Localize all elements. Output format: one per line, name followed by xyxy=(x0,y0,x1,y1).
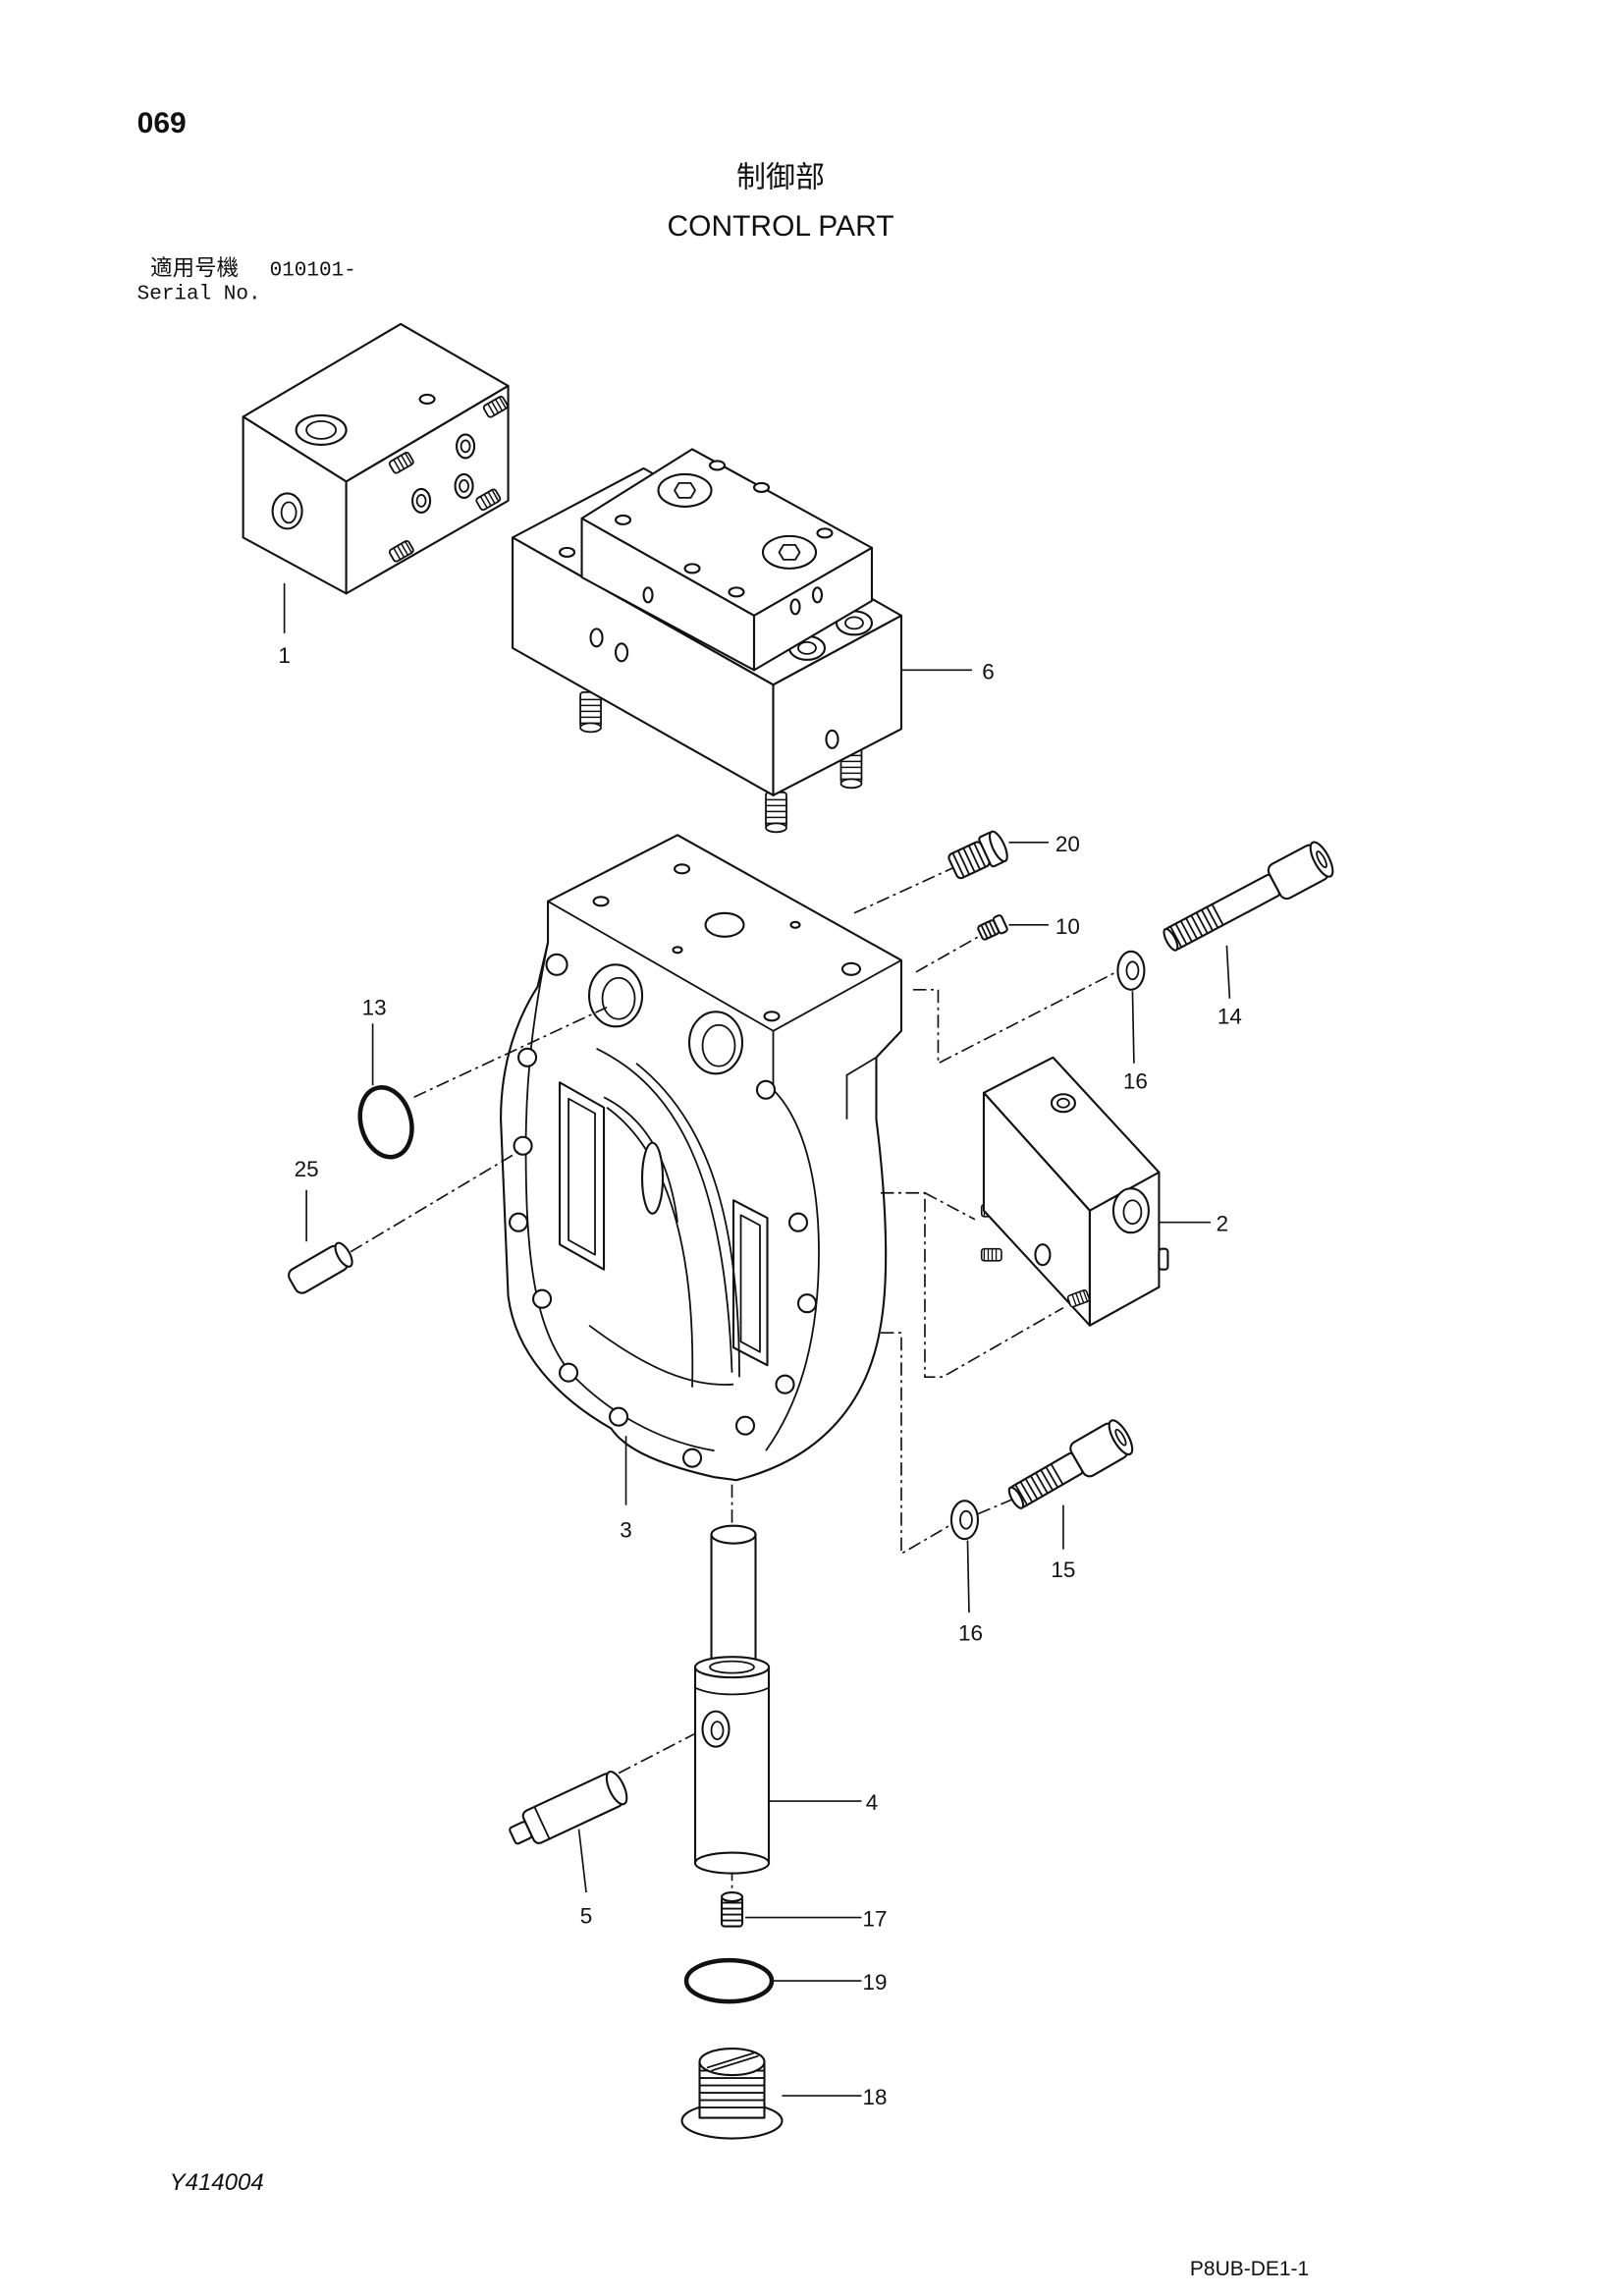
callout-19: 19 xyxy=(862,1970,887,1995)
part-20-plug xyxy=(947,830,1008,880)
callout-18: 18 xyxy=(862,2085,887,2109)
part-13-o-ring xyxy=(357,1085,414,1160)
figure-code: Y414004 xyxy=(170,2169,264,2196)
callout-3: 3 xyxy=(620,1518,632,1543)
part-17-set-screw xyxy=(720,1891,744,1928)
callout-10: 10 xyxy=(1055,914,1080,939)
leader-16-lower xyxy=(966,1540,970,1613)
part-19-o-ring xyxy=(683,1957,775,2004)
applicability-label: 適用号機 xyxy=(150,255,239,280)
part-15-bolt xyxy=(1007,1419,1134,1509)
callout-6: 6 xyxy=(982,659,995,683)
callout-25: 25 xyxy=(295,1157,319,1181)
callout-4: 4 xyxy=(866,1790,879,1815)
part-3-control-housing xyxy=(500,834,903,1482)
part-4-piston xyxy=(693,1524,771,1875)
callout-1: 1 xyxy=(278,643,291,668)
callout-16-lower: 16 xyxy=(958,1621,983,1646)
part-1-valve-block xyxy=(242,322,510,595)
assembly-lines xyxy=(350,865,1117,1896)
serial-label: Serial No. xyxy=(137,283,261,305)
serial-from: 010101- xyxy=(270,259,356,282)
leader-16-upper xyxy=(1131,991,1135,1064)
callout-15: 15 xyxy=(1051,1558,1075,1582)
part-16-washer-lower xyxy=(949,1500,980,1541)
part-18-plug xyxy=(680,2048,784,2140)
callout-5: 5 xyxy=(580,1904,593,1929)
title-japanese: 制御部 xyxy=(736,161,825,193)
page-reference: P8UB-DE1-1 xyxy=(1190,2258,1309,2280)
part-6-regulator-assembly xyxy=(512,448,903,834)
callout-20: 20 xyxy=(1055,832,1080,856)
callout-16-upper: 16 xyxy=(1123,1068,1148,1093)
callout-14: 14 xyxy=(1217,1004,1242,1028)
title-english: CONTROL PART xyxy=(667,210,893,243)
leader-14 xyxy=(1225,945,1231,999)
leader-5 xyxy=(577,1829,587,1893)
part-10-plug xyxy=(977,914,1008,941)
part-16-washer-upper xyxy=(1116,950,1146,991)
part-2-valve-block xyxy=(980,1056,1169,1327)
part-14-bolt xyxy=(1163,841,1334,952)
callout-13: 13 xyxy=(362,995,387,1019)
page-number: 069 xyxy=(137,107,187,139)
callout-17: 17 xyxy=(862,1907,887,1932)
part-25-pin xyxy=(288,1241,353,1294)
part-5-pin xyxy=(509,1770,628,1845)
callout-2: 2 xyxy=(1217,1212,1229,1236)
